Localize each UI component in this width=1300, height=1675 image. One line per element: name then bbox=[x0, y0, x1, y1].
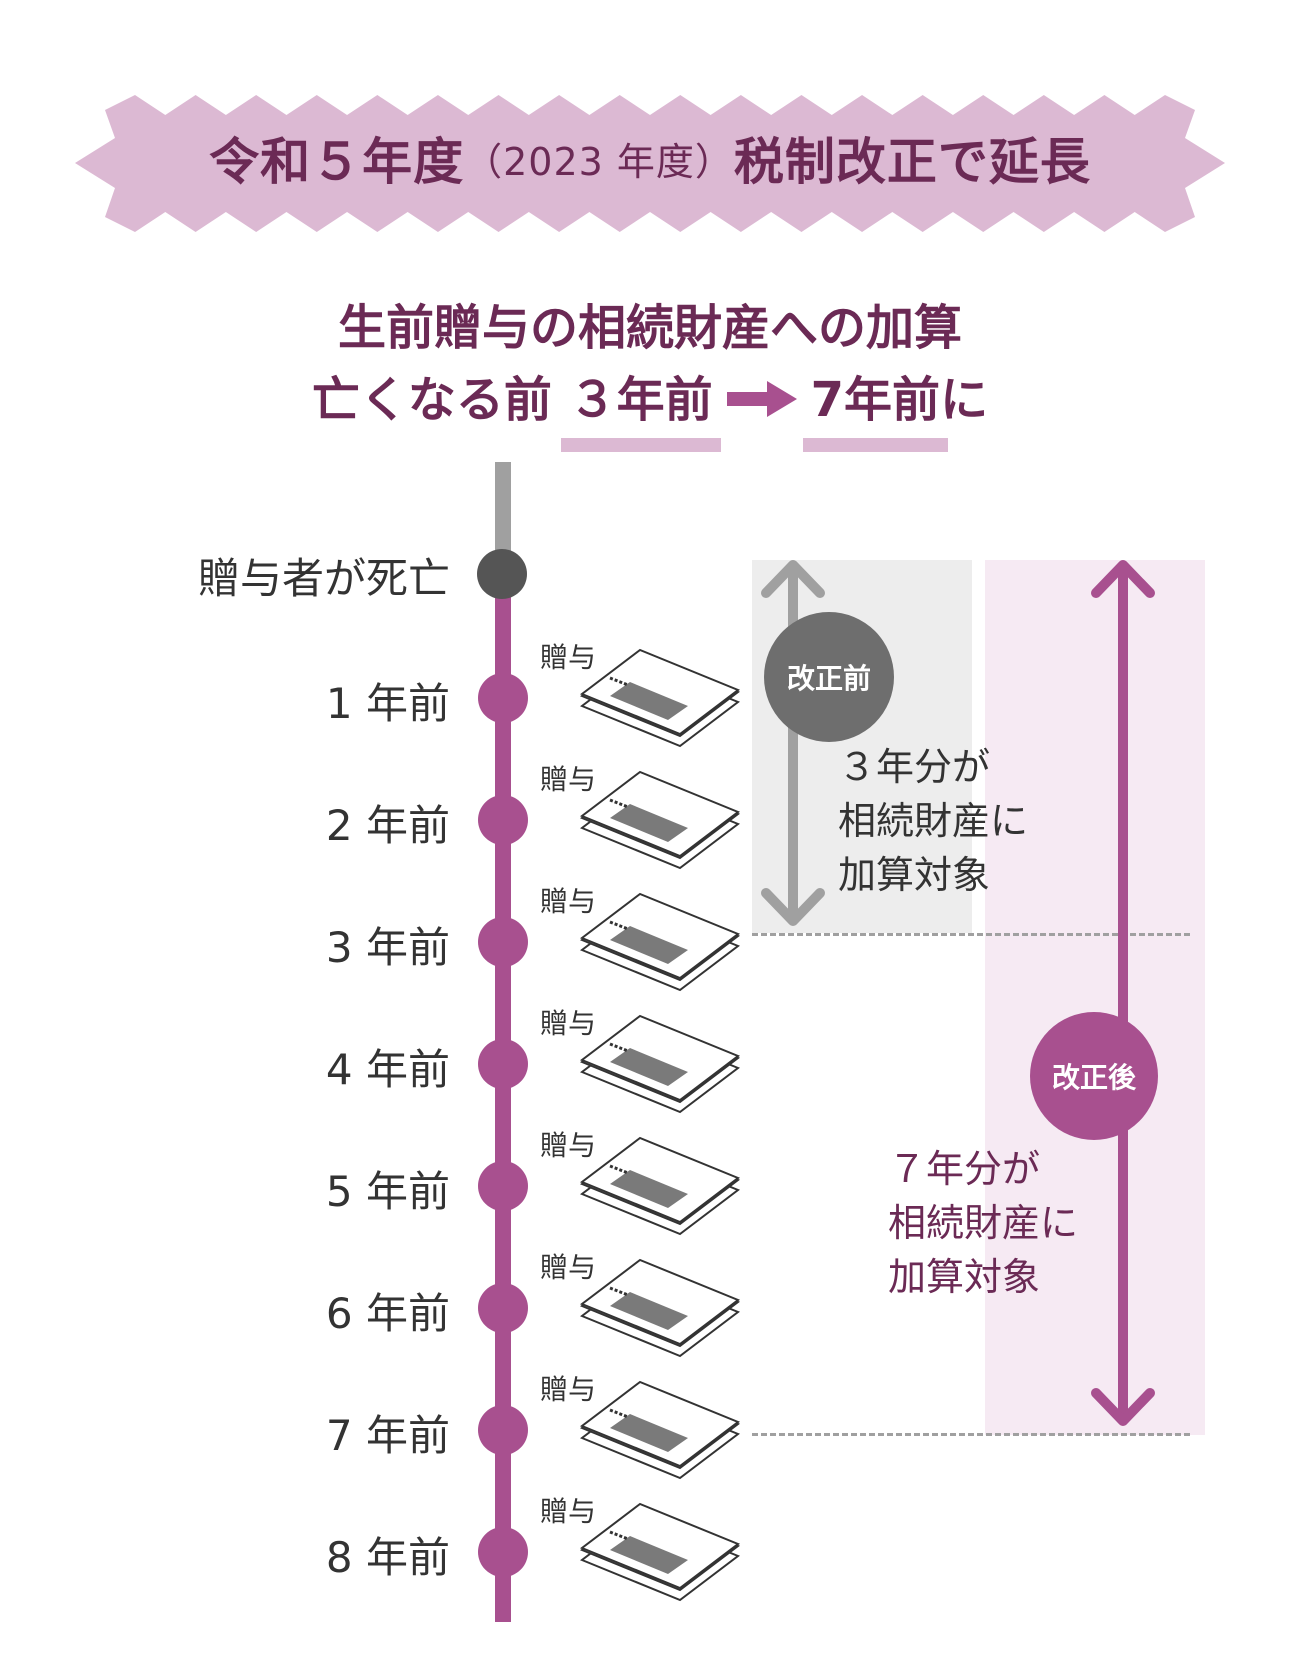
year-label: 5 年前 bbox=[325, 1167, 450, 1216]
subtitle-suffix: に bbox=[940, 372, 989, 428]
death-node bbox=[477, 549, 527, 599]
after-revision-badge: 改正後 bbox=[1030, 1012, 1158, 1140]
right-arrow-icon bbox=[726, 381, 797, 417]
banknote-bundle-icon bbox=[579, 770, 741, 870]
banner-starburst-shape bbox=[75, 95, 1225, 232]
timeline-future-segment bbox=[495, 462, 511, 572]
gift-label: 贈与 bbox=[540, 885, 597, 918]
year-label: 2 年前 bbox=[325, 801, 450, 850]
year-node bbox=[478, 795, 528, 845]
after-revision-description: ７年分が 相続財産に 加算対象 bbox=[888, 1147, 1079, 1299]
death-label: 贈与者が死亡 bbox=[197, 554, 450, 603]
banknote-bundle-icon bbox=[579, 1258, 741, 1358]
banner-title-tail: 税制改正で延長 bbox=[733, 133, 1091, 191]
year-label: 8 年前 bbox=[325, 1533, 450, 1582]
after-range-arrow bbox=[1091, 560, 1155, 1426]
subtitle-line1: 生前贈与の相続財産への加算 bbox=[337, 300, 962, 356]
after-revision-area bbox=[985, 560, 1205, 1435]
year-label: 6 年前 bbox=[325, 1289, 450, 1338]
banknote-bundle-icon bbox=[579, 1502, 741, 1602]
before-revision-badge: 改正前 bbox=[764, 612, 894, 742]
timeline-line bbox=[495, 572, 511, 1622]
gift-label: 贈与 bbox=[540, 1129, 597, 1162]
gift-label: 贈与 bbox=[540, 1251, 597, 1284]
banner-title-main: 令和５年度 bbox=[209, 133, 465, 191]
banner-title-paren: （2023 年度） bbox=[464, 139, 734, 184]
before-value-highlight: ３年前 bbox=[560, 360, 721, 452]
banknote-bundle-icon bbox=[579, 1014, 741, 1114]
banknote-bundle-icon bbox=[579, 1136, 741, 1236]
gift-label: 贈与 bbox=[540, 1495, 597, 1528]
banknote-bundle-icon bbox=[579, 1380, 741, 1480]
year-node bbox=[478, 1283, 528, 1333]
year-node bbox=[478, 1161, 528, 1211]
subtitle-prefix: 亡くなる前 bbox=[311, 372, 569, 428]
banner-title: 令和５年度（2023 年度）税制改正で延長 bbox=[70, 118, 1230, 198]
banknote-bundle-icon bbox=[579, 648, 741, 748]
year-node bbox=[478, 917, 528, 967]
year-node bbox=[478, 1039, 528, 1089]
year-label: 3 年前 bbox=[325, 923, 450, 972]
gift-label: 贈与 bbox=[540, 1007, 597, 1040]
year-label: 1 年前 bbox=[325, 679, 450, 728]
before-revision-description: ３年分が 相続財産に 加算対象 bbox=[838, 745, 1029, 897]
after-boundary-dashed-line bbox=[752, 1433, 1190, 1436]
year-node bbox=[478, 1527, 528, 1577]
year-label: 7 年前 bbox=[325, 1411, 450, 1460]
gift-label: 贈与 bbox=[540, 641, 597, 674]
gift-label: 贈与 bbox=[540, 1373, 597, 1406]
gift-label: 贈与 bbox=[540, 763, 597, 796]
after-value-highlight: 7年前 bbox=[802, 360, 949, 452]
year-node bbox=[478, 673, 528, 723]
banknote-bundle-icon bbox=[579, 892, 741, 992]
year-label: 4 年前 bbox=[325, 1045, 450, 1094]
before-boundary-dashed-line bbox=[752, 933, 1190, 936]
subtitle-line2: 亡くなる前 ３年前 7年前に bbox=[0, 360, 1300, 452]
year-node bbox=[478, 1405, 528, 1455]
